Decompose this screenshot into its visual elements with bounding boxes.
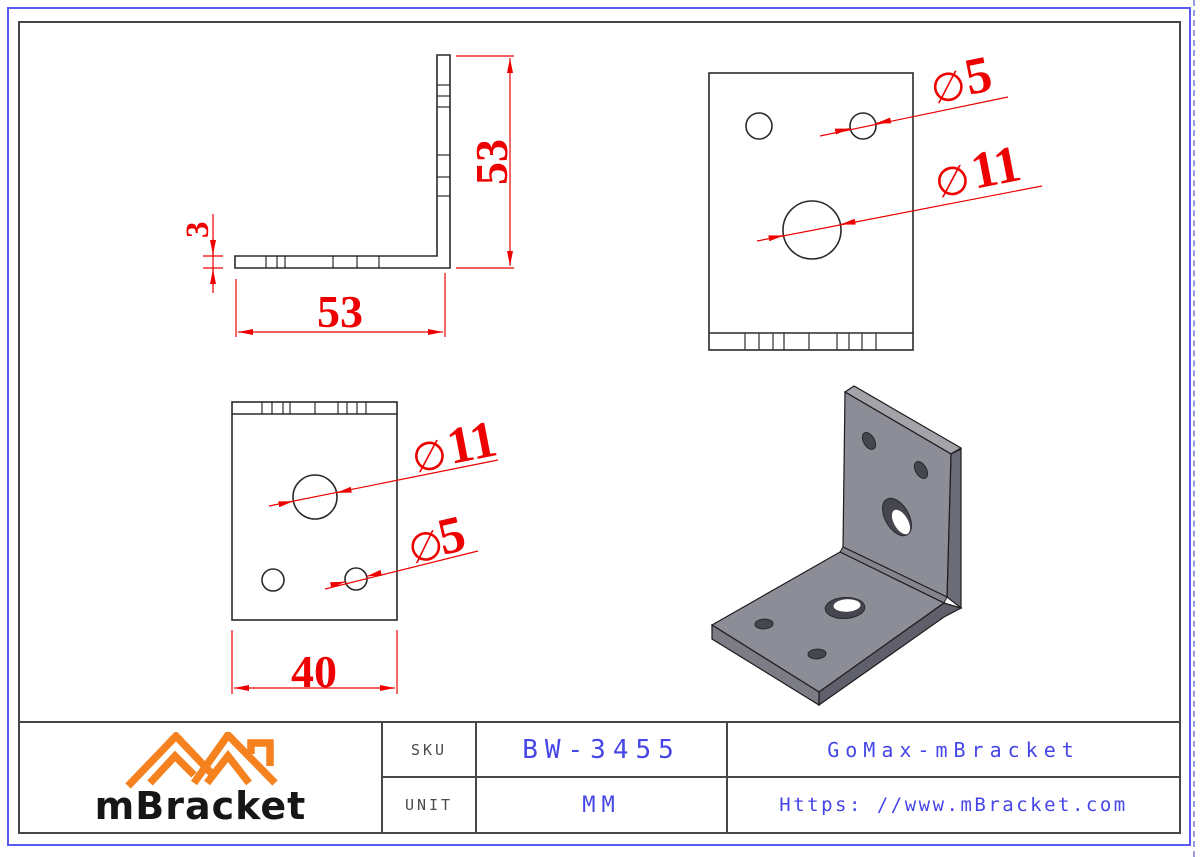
front-hole-small-left (745, 112, 773, 140)
svg-text:11: 11 (442, 410, 501, 475)
top-hole-small-left (261, 568, 285, 592)
logo-cell: mBracket (20, 723, 381, 832)
top-hole-large (292, 474, 338, 520)
dim-side-length: 53 (235, 273, 446, 337)
dim-plate-width: 40 (231, 630, 398, 697)
brand-value: GoMax-mBracket (726, 723, 1179, 776)
title-block: mBracket SKU BW-3455 GoMax-mBracket UNIT… (20, 721, 1179, 832)
sku-label: SKU (381, 723, 475, 776)
iso-top-hole-small-front (807, 648, 827, 660)
dim-top-hole-small: ∅ 5 (324, 505, 479, 590)
dim-side-height: 53 (456, 55, 517, 269)
dim-front-hole-large: ∅ 11 (756, 135, 1043, 242)
svg-text:40: 40 (291, 646, 337, 697)
dim-thickness: 3 (180, 214, 223, 293)
front-view: ∅ 5 ∅ 11 (708, 46, 1043, 351)
iso-top-hole-large (824, 596, 866, 620)
svg-text:∅: ∅ (931, 156, 974, 208)
iso-view (710, 385, 963, 707)
svg-text:53: 53 (317, 286, 363, 337)
iso-front-hole-small-left (861, 432, 877, 450)
front-hole-small-right (849, 112, 877, 140)
logo-wordmark: mBracket (94, 784, 307, 828)
sheet-outer-border (7, 7, 1191, 846)
website-value: Https: //www.mBracket.com (726, 776, 1179, 832)
svg-text:∅: ∅ (408, 431, 451, 483)
svg-text:3: 3 (180, 222, 216, 239)
dim-top-hole-large: ∅ 11 (268, 410, 501, 508)
sheet-inner-border: mBracket SKU BW-3455 GoMax-mBracket UNIT… (18, 21, 1181, 834)
svg-text:53: 53 (466, 139, 517, 185)
front-hole-large (782, 200, 842, 260)
sku-value: BW-3455 (475, 723, 726, 776)
iso-front-hole-small-right (913, 461, 929, 479)
unit-label: UNIT (381, 776, 475, 832)
svg-text:11: 11 (966, 135, 1025, 200)
iso-front-hole-large (882, 497, 912, 537)
side-view: 53 53 3 (180, 54, 517, 337)
top-view: ∅ 11 ∅ 5 40 (231, 401, 501, 697)
dim-front-hole-small: ∅ 5 (819, 46, 1009, 137)
paper-edge-dashed-line (1193, 0, 1195, 857)
iso-top-hole-small-left (754, 618, 774, 630)
mbracket-mountain-logo-icon (124, 732, 278, 789)
unit-value: MM (475, 776, 726, 832)
